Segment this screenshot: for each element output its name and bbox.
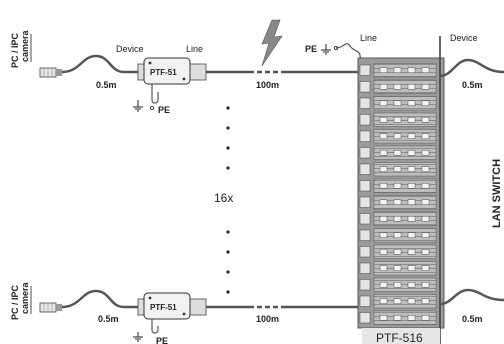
- bottom-row: 0.5m PTF-51 PE 100m: [39, 289, 360, 344]
- dot-5: [226, 250, 230, 254]
- patch-length-bottom-left: 0.5m: [98, 314, 119, 324]
- panel-channel-15: [359, 294, 437, 309]
- dot-1: [226, 126, 230, 130]
- panel-channel-14: [359, 277, 437, 292]
- camera-label-bottom-2: camera: [20, 281, 30, 314]
- panel-ground-wire: [335, 43, 363, 65]
- camera-label-bottom-1: PC / IPC: [10, 284, 20, 320]
- ptf-51-protector-top: PTF-51: [137, 57, 207, 85]
- dot-7: [226, 290, 230, 294]
- ground-icon: [321, 44, 331, 55]
- patch-length-bottom-right: 0.5m: [462, 314, 483, 324]
- lan-switch-label: LAN SWITCH: [491, 159, 503, 228]
- panel-footer: [362, 328, 440, 344]
- ground-wire-top: [151, 84, 159, 104]
- panel-modules: [359, 63, 437, 325]
- panel-model-label: PTF-516: [376, 331, 423, 344]
- panel-channel-7: [359, 162, 437, 177]
- camera-label-top-2: camera: [20, 29, 30, 62]
- panel-line-label: Line: [360, 33, 377, 43]
- cable-length-top: 100m: [256, 80, 279, 90]
- pe-label-bottom: PE: [156, 336, 168, 344]
- ptf-516-panel: Line Device PE PTF-516: [305, 33, 478, 344]
- channel-count-label: 16x: [214, 191, 233, 205]
- patch-length-top-right: 0.5m: [462, 80, 483, 90]
- patch-cable-top-left: [61, 54, 138, 74]
- channel-dots: [226, 106, 230, 294]
- camera-label-top-1: PC / IPC: [10, 32, 20, 68]
- device-label-top: Device: [116, 44, 144, 54]
- dot-2: [226, 146, 230, 150]
- lan-switch-side: 0.5m 0.5m LAN SWITCH: [439, 58, 504, 324]
- ground-icon: [133, 332, 143, 342]
- panel-channel-8: [359, 178, 437, 193]
- dot-4: [226, 230, 230, 234]
- top-row: 0.5m Device Line PTF-51 PE 100m: [39, 19, 360, 115]
- panel-channel-12: [359, 244, 437, 259]
- panel-channel-2: [359, 79, 437, 94]
- protector-label-top: PTF-51: [150, 68, 177, 77]
- patch-cable-top-right: [439, 58, 504, 78]
- panel-channel-3: [359, 96, 437, 111]
- panel-channel-5: [359, 129, 437, 144]
- patch-cable-bottom-right: [439, 288, 504, 306]
- panel-channel-4: [359, 112, 437, 127]
- dot-0: [226, 106, 230, 110]
- panel-channel-6: [359, 145, 437, 160]
- panel-device-label: Device: [450, 33, 478, 43]
- rj45-plug-icon: [39, 67, 62, 78]
- panel-pe-label: PE: [305, 44, 317, 54]
- panel-channel-10: [359, 211, 437, 226]
- dot-3: [226, 166, 230, 170]
- protector-label-bottom: PTF-51: [150, 303, 177, 312]
- line-label-top: Line: [186, 44, 203, 54]
- pe-label-top: PE: [158, 105, 170, 115]
- panel-channel-16: [359, 310, 437, 325]
- lightning-icon: [261, 19, 283, 67]
- panel-channel-11: [359, 228, 437, 243]
- dot-6: [226, 270, 230, 274]
- panel-channel-13: [359, 261, 437, 276]
- panel-channel-9: [359, 195, 437, 210]
- ground-icon: [133, 100, 143, 112]
- ptf-51-protector-bottom: PTF-51: [137, 292, 207, 320]
- ground-wire-bottom: [151, 319, 159, 334]
- cable-length-bottom: 100m: [256, 314, 279, 324]
- patch-length-top-left: 0.5m: [96, 80, 117, 90]
- patch-cable-bottom-left: [61, 289, 138, 309]
- rj45-plug-icon: [39, 302, 62, 313]
- panel-channel-1: [359, 63, 437, 78]
